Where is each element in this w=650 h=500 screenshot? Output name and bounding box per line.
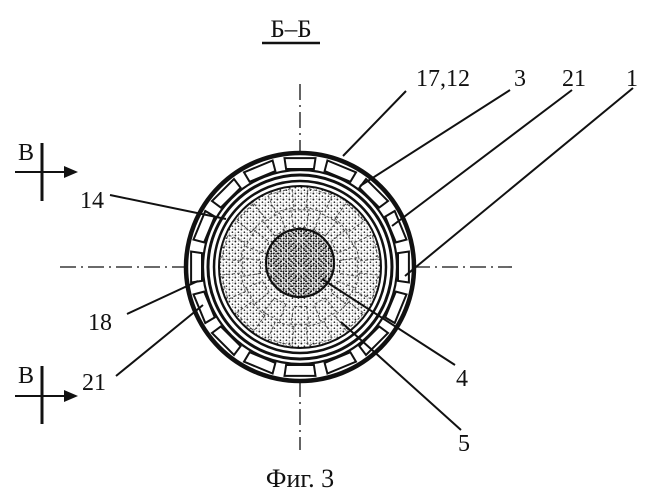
- leader-21-bottom: [116, 305, 203, 376]
- view-mark-bottom-letter: В: [18, 363, 34, 389]
- figure-caption: Фиг. 3: [266, 464, 334, 493]
- label-3: 3: [514, 66, 526, 92]
- slot: [285, 158, 316, 169]
- leader-17-12: [343, 91, 406, 156]
- arrow-head-icon: [64, 390, 78, 402]
- view-mark-top-letter: В: [18, 140, 34, 166]
- label-5: 5: [458, 431, 470, 457]
- section-title: Б–Б: [270, 16, 311, 43]
- leader-3: [360, 90, 510, 186]
- slot: [398, 252, 409, 283]
- label-14: 14: [80, 188, 104, 214]
- slot: [285, 365, 316, 376]
- view-mark-top: В: [15, 140, 78, 201]
- view-mark-bottom: В: [15, 363, 78, 424]
- slot: [191, 252, 202, 283]
- label-4: 4: [456, 366, 468, 392]
- core: [266, 229, 334, 297]
- label-18: 18: [88, 310, 112, 336]
- slot: [212, 326, 241, 355]
- label-1: 1: [626, 66, 638, 92]
- leader-5: [341, 322, 461, 430]
- label-21-top: 21: [562, 66, 586, 92]
- slot: [212, 179, 241, 208]
- label-17-12: 17,12: [416, 66, 470, 92]
- arrow-head-icon: [64, 166, 78, 178]
- label-21-bottom: 21: [82, 370, 106, 396]
- cable-cross-section: [186, 153, 414, 381]
- leader-18: [127, 281, 198, 314]
- leader-21-top: [392, 90, 572, 226]
- leader-1: [405, 88, 633, 276]
